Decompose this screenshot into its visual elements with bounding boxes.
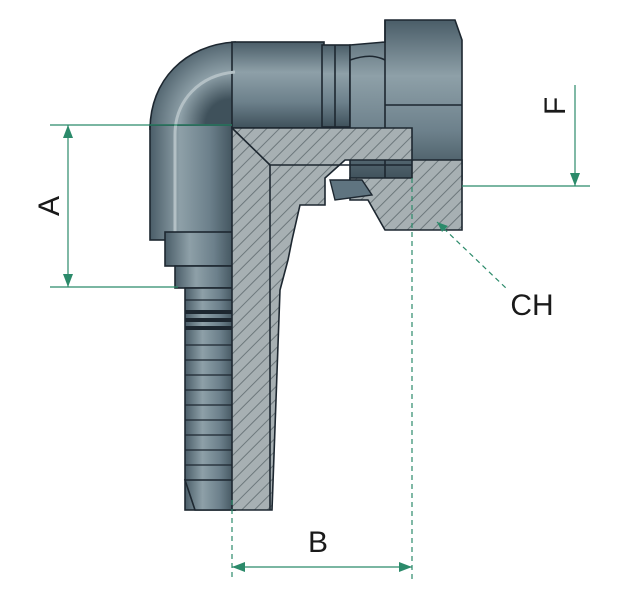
- elbow-vertical-shell: [149, 124, 236, 241]
- section-cutaway: [231, 127, 463, 511]
- label-f: F: [539, 97, 572, 115]
- label-b: B: [308, 526, 328, 559]
- label-ch: CH: [510, 289, 553, 322]
- label-a: A: [33, 196, 66, 216]
- collar-ring: [174, 265, 236, 289]
- collar: [164, 231, 236, 267]
- tail-barbs: [185, 299, 235, 466]
- tail-body: [184, 287, 236, 511]
- section-nut: [349, 159, 463, 231]
- elbow-bend-highlight: [173, 70, 236, 235]
- section-seat: [329, 179, 374, 201]
- swivel-nut: [321, 19, 463, 181]
- dimension-labels: A F B CH: [33, 97, 572, 559]
- dimensions: [50, 85, 590, 580]
- elbow-body: [149, 41, 325, 241]
- elbow-horizontal-shell: [231, 41, 325, 129]
- nut-neck: [321, 44, 351, 128]
- elbow-bend-shell: [149, 41, 236, 131]
- hose-tail: [164, 231, 236, 511]
